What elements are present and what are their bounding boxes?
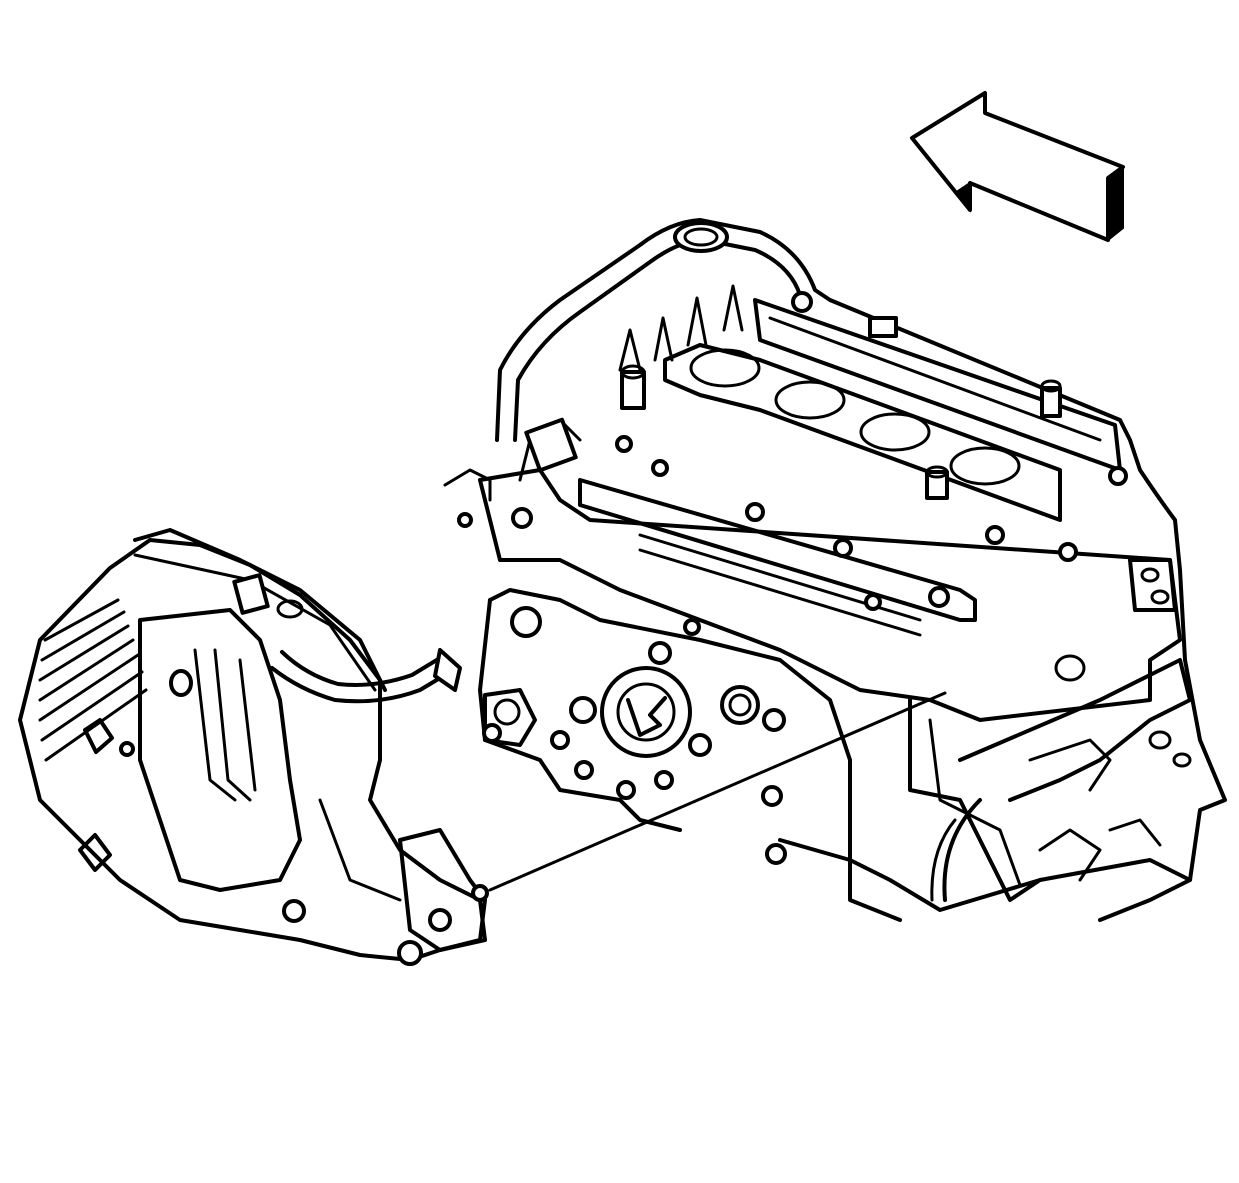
engine-assembly — [443, 218, 1227, 922]
front-direction-arrow — [910, 91, 1125, 243]
alignment-leader-line — [488, 691, 947, 892]
water-pump-pulley — [600, 666, 692, 758]
oil-filter-adapter-housing — [18, 528, 489, 966]
oil-filler-cap — [673, 221, 729, 253]
